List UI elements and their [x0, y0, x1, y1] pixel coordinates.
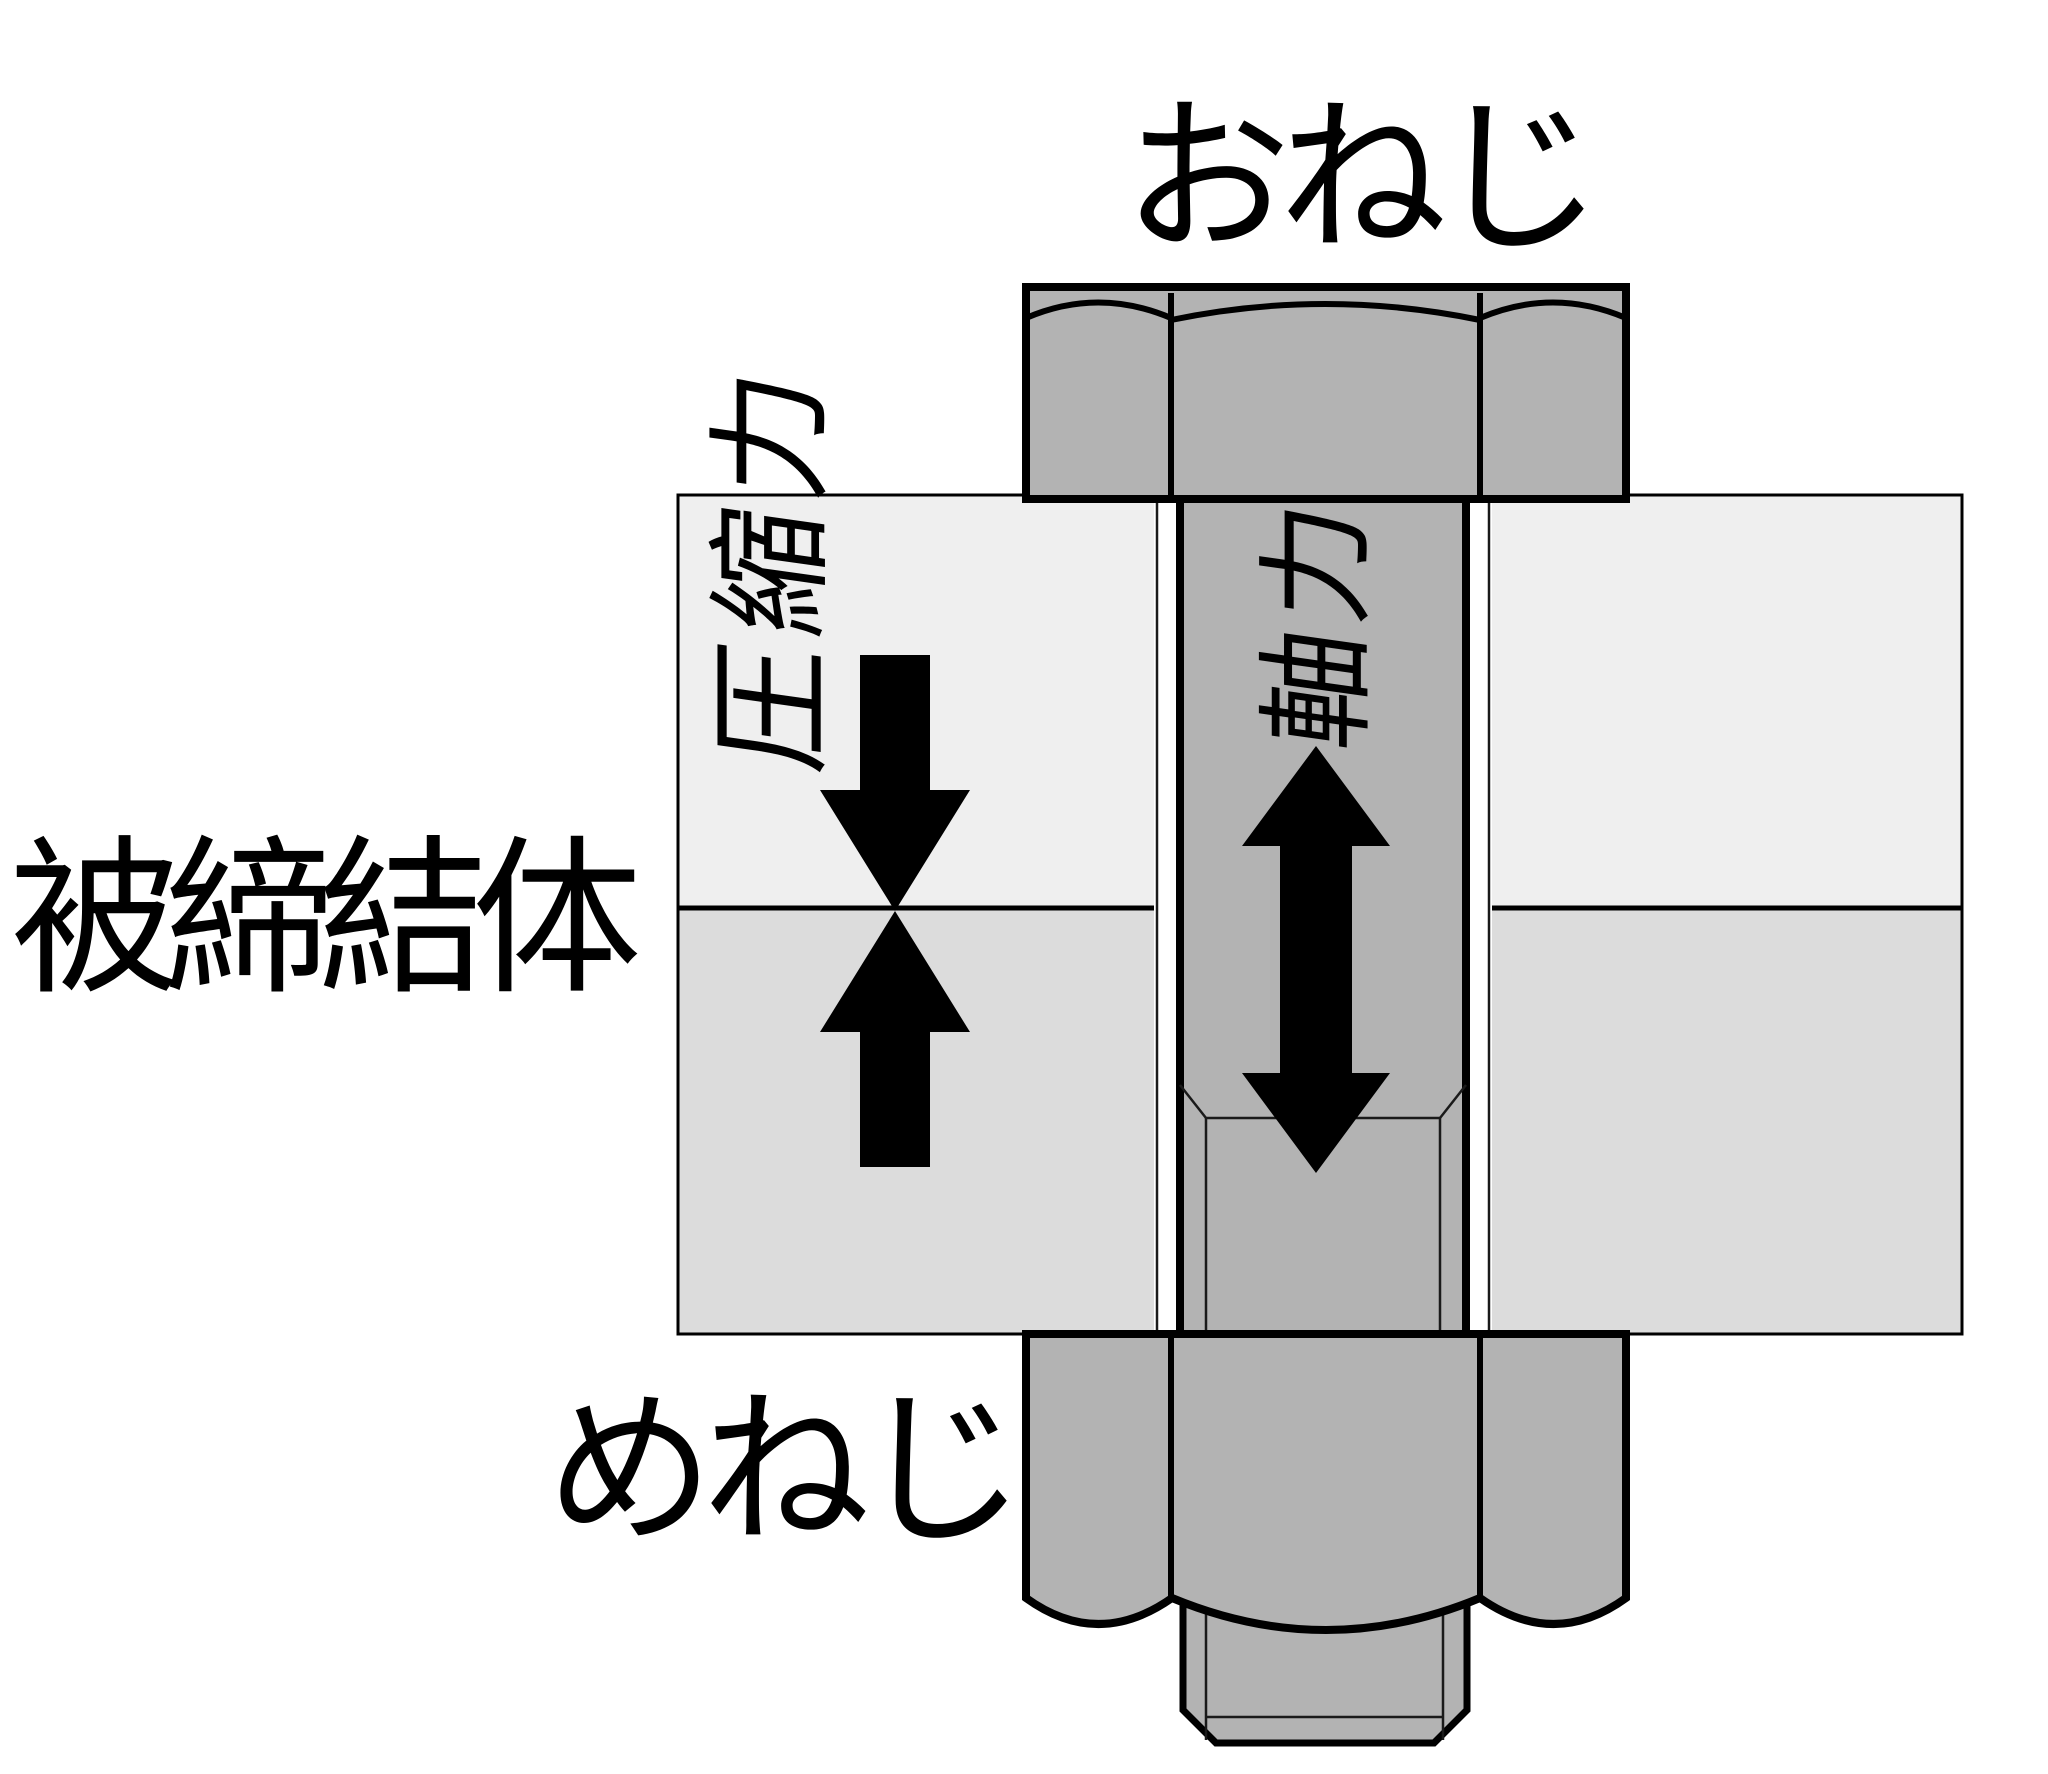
- compression-arrow-up: [820, 911, 970, 1167]
- thread-chamfer: [1179, 1084, 1467, 1334]
- female-thread-label: めねじ: [546, 1376, 1026, 1564]
- clamped-parts-label: 被締結体: [9, 825, 642, 1015]
- compression-force-label: 圧縮力: [701, 352, 842, 780]
- axial-force-label: 軸力: [1252, 486, 1384, 758]
- bolt-head: [1022, 283, 1630, 503]
- axial-force-arrow: [1242, 746, 1390, 1173]
- male-thread-label: おねじ: [1123, 84, 1603, 272]
- nut: [1022, 1330, 1630, 1634]
- compression-arrow-down: [820, 655, 970, 911]
